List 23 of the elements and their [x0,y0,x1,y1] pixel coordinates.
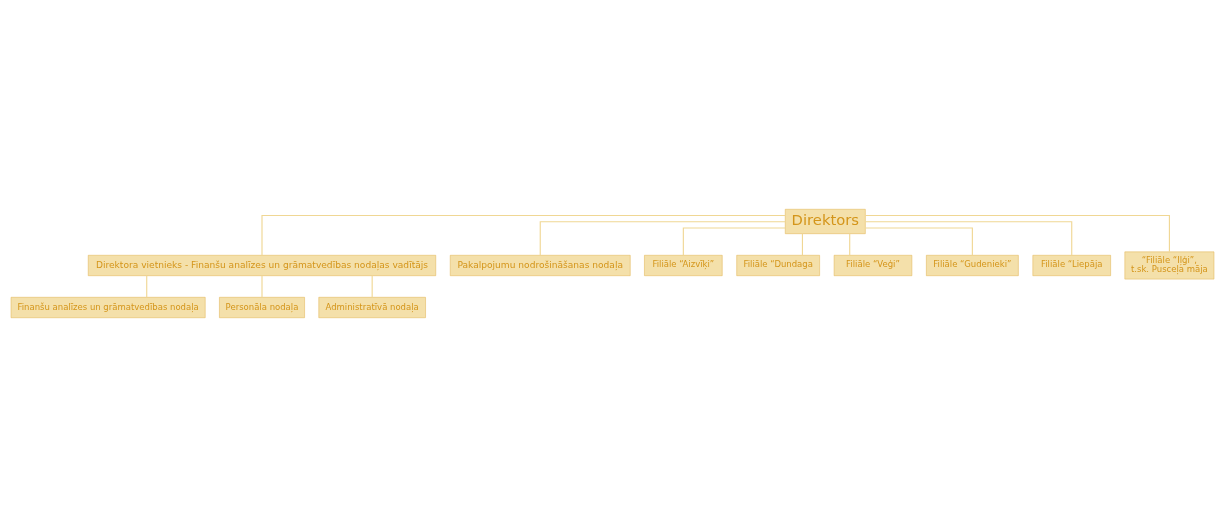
node-box: Filiāle “Dundaga [736,255,820,276]
connector [146,275,148,298]
connector [539,221,786,256]
connector [864,221,1073,256]
node-box: Direktora vietnieks - Finanšu analīzes un grāmatvedības nodaļas vadītājs [87,255,437,276]
connector [801,233,803,256]
node-box: Filiāle “Veģi” [833,255,913,276]
connector [864,214,1170,253]
connector [261,275,263,298]
node-box: “Filiāle “Iļģi”, t.sk. Pusceļa māja [1124,251,1215,280]
node-box: Finanšu analīzes un grāmatvedības nodaļa [10,297,206,318]
node-box: Filiāle “Aizvīķi” [644,255,723,276]
connector [261,214,786,256]
connector [849,233,851,256]
node-box: Pakalpojumu nodrošināšanas nodaļa [449,255,631,276]
connector [864,227,973,256]
node-box: Personāla nodaļa [219,297,305,318]
node-box: Direktors [785,209,866,234]
node-box: Filiāle “Gudenieki” [926,255,1019,276]
node-box: Administratīvā nodaļa [318,297,426,318]
node-box: Filiāle “Liepāja [1032,255,1111,276]
connector [371,275,373,298]
connector [682,227,786,256]
